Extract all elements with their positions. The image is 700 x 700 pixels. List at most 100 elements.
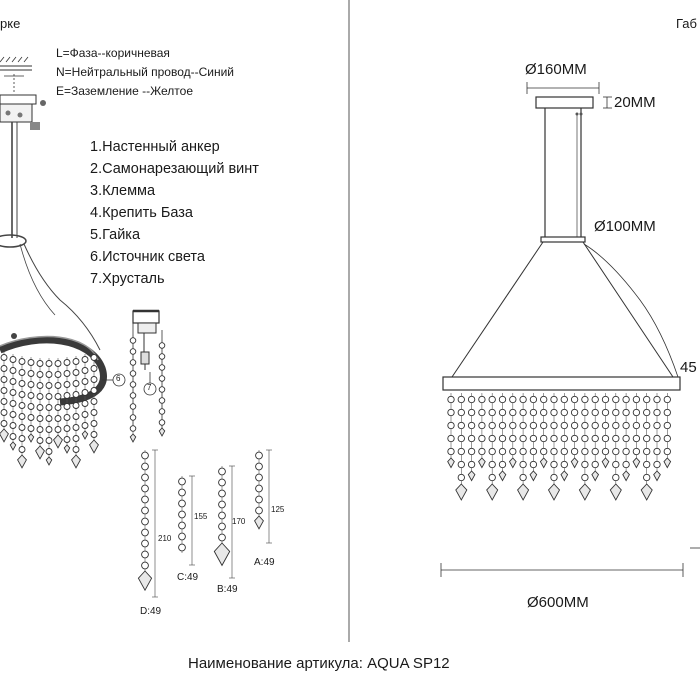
crystal-pendant [455,483,468,501]
crystal-bead [72,413,80,420]
crystal-bead [63,359,71,366]
crystal-bead [457,395,465,404]
crystal-bead [509,434,517,443]
crystal-pendant [447,457,455,469]
crystal-bead [488,447,496,456]
crystal-bead [643,421,651,430]
crystal-pendant [653,470,661,482]
crystal-pendant [89,439,99,454]
crystal-bead [81,378,89,385]
crystal-bead [632,408,641,417]
crystal-bead [653,421,661,430]
crystal-pendant [591,470,600,482]
pendant-crystal-strands [447,393,672,501]
crystal-bead [9,411,17,418]
crystal-bead [457,473,465,482]
crystal-pendant [609,483,622,501]
crystal-pendant [560,470,569,482]
crystal-bead [27,381,35,388]
crystal-bead [447,421,455,430]
crystal-bead [467,421,476,430]
crystal-pendant [158,427,166,437]
crystal-bead [622,421,630,430]
parts-list: 1.Настенный анкер 2.Самонарезающий винт … [90,136,259,290]
crystal-bead [653,434,661,443]
crystal-bead [36,437,44,444]
crystal-bead [90,420,98,427]
crystal-bead [581,447,589,456]
crystal-pendant [71,454,81,469]
crystal-bead [218,500,226,509]
crystal-bead [581,395,589,404]
crystal-pendant [632,457,641,469]
crystal-bead [54,360,62,367]
crystal-bead [27,403,35,410]
crystal-bead [457,434,465,443]
ceiling-mount-detail [0,56,46,130]
crystal-bead [218,478,226,487]
crystal-bead [612,447,620,456]
crystal-bead [478,408,486,417]
crystal-bead [129,381,137,388]
crystal-bead [560,395,568,404]
wiring-neutral: N=Нейтральный провод--Синий [56,65,234,79]
callout-6-label: 6 [116,374,121,383]
crystal-bead [540,434,548,443]
crystal-bead [663,408,671,417]
crystal-pendant [517,483,530,501]
crystal-bead [581,473,589,482]
crystal-pendant [547,483,561,501]
callout-lines [102,372,157,396]
crystal-bead [0,354,8,361]
part-2: 2.Самонарезающий винт [90,161,259,177]
crystal-bead [90,409,98,416]
crystal-bead [18,391,26,398]
crystal-bead [519,447,527,456]
crystal-strand-types [137,449,272,598]
crystal-bead [643,434,651,443]
edge-dimension-fragment: 45 [680,359,697,376]
crystal-bead [570,434,579,443]
crystal-bead [36,393,44,400]
crystal-bead [141,506,149,515]
crystal-bead [45,448,53,455]
crystal-bead [498,395,507,404]
strand-a-code: A:49 [254,557,275,568]
crystal-bead [612,395,620,404]
strand-a-length: 125 [271,505,285,514]
crystal-bead [488,395,496,404]
crystal-bead [90,387,98,394]
crystal-bead [0,420,8,427]
crystal-pendant [539,457,548,469]
hub-diameter-label: Ø100MM [594,218,656,235]
round-chandelier-crystals [0,352,99,469]
crystal-bead [27,414,35,421]
crystal-bead [509,447,517,456]
crystal-bead [447,395,455,404]
strand-c-length: 155 [194,512,208,521]
crystal-bead [72,402,80,409]
pendant-dimension-drawing [440,82,700,577]
crystal-bead [90,365,98,372]
crystal-bead [141,517,149,526]
crystal-bead [63,370,71,377]
crystal-bead [0,365,8,372]
crystal-bead [663,395,671,404]
crystal-bead [72,380,80,387]
crystal-bead [612,473,620,482]
crystal-bead [622,395,630,404]
part-5: 5.Гайка [90,227,141,243]
crystal-pendant [478,457,486,469]
crystal-bead [560,434,568,443]
crystal-bead [591,421,599,430]
crystal-bead [570,421,579,430]
crystal-bead [0,398,8,405]
crystal-bead [63,425,71,432]
crystal-bead [467,434,476,443]
crystal-bead [478,421,486,430]
crystal-bead [601,447,610,456]
crystal-bead [643,395,651,404]
crystal-bead [457,447,465,456]
crystal-bead [560,460,568,469]
crystal-bead [90,354,98,361]
